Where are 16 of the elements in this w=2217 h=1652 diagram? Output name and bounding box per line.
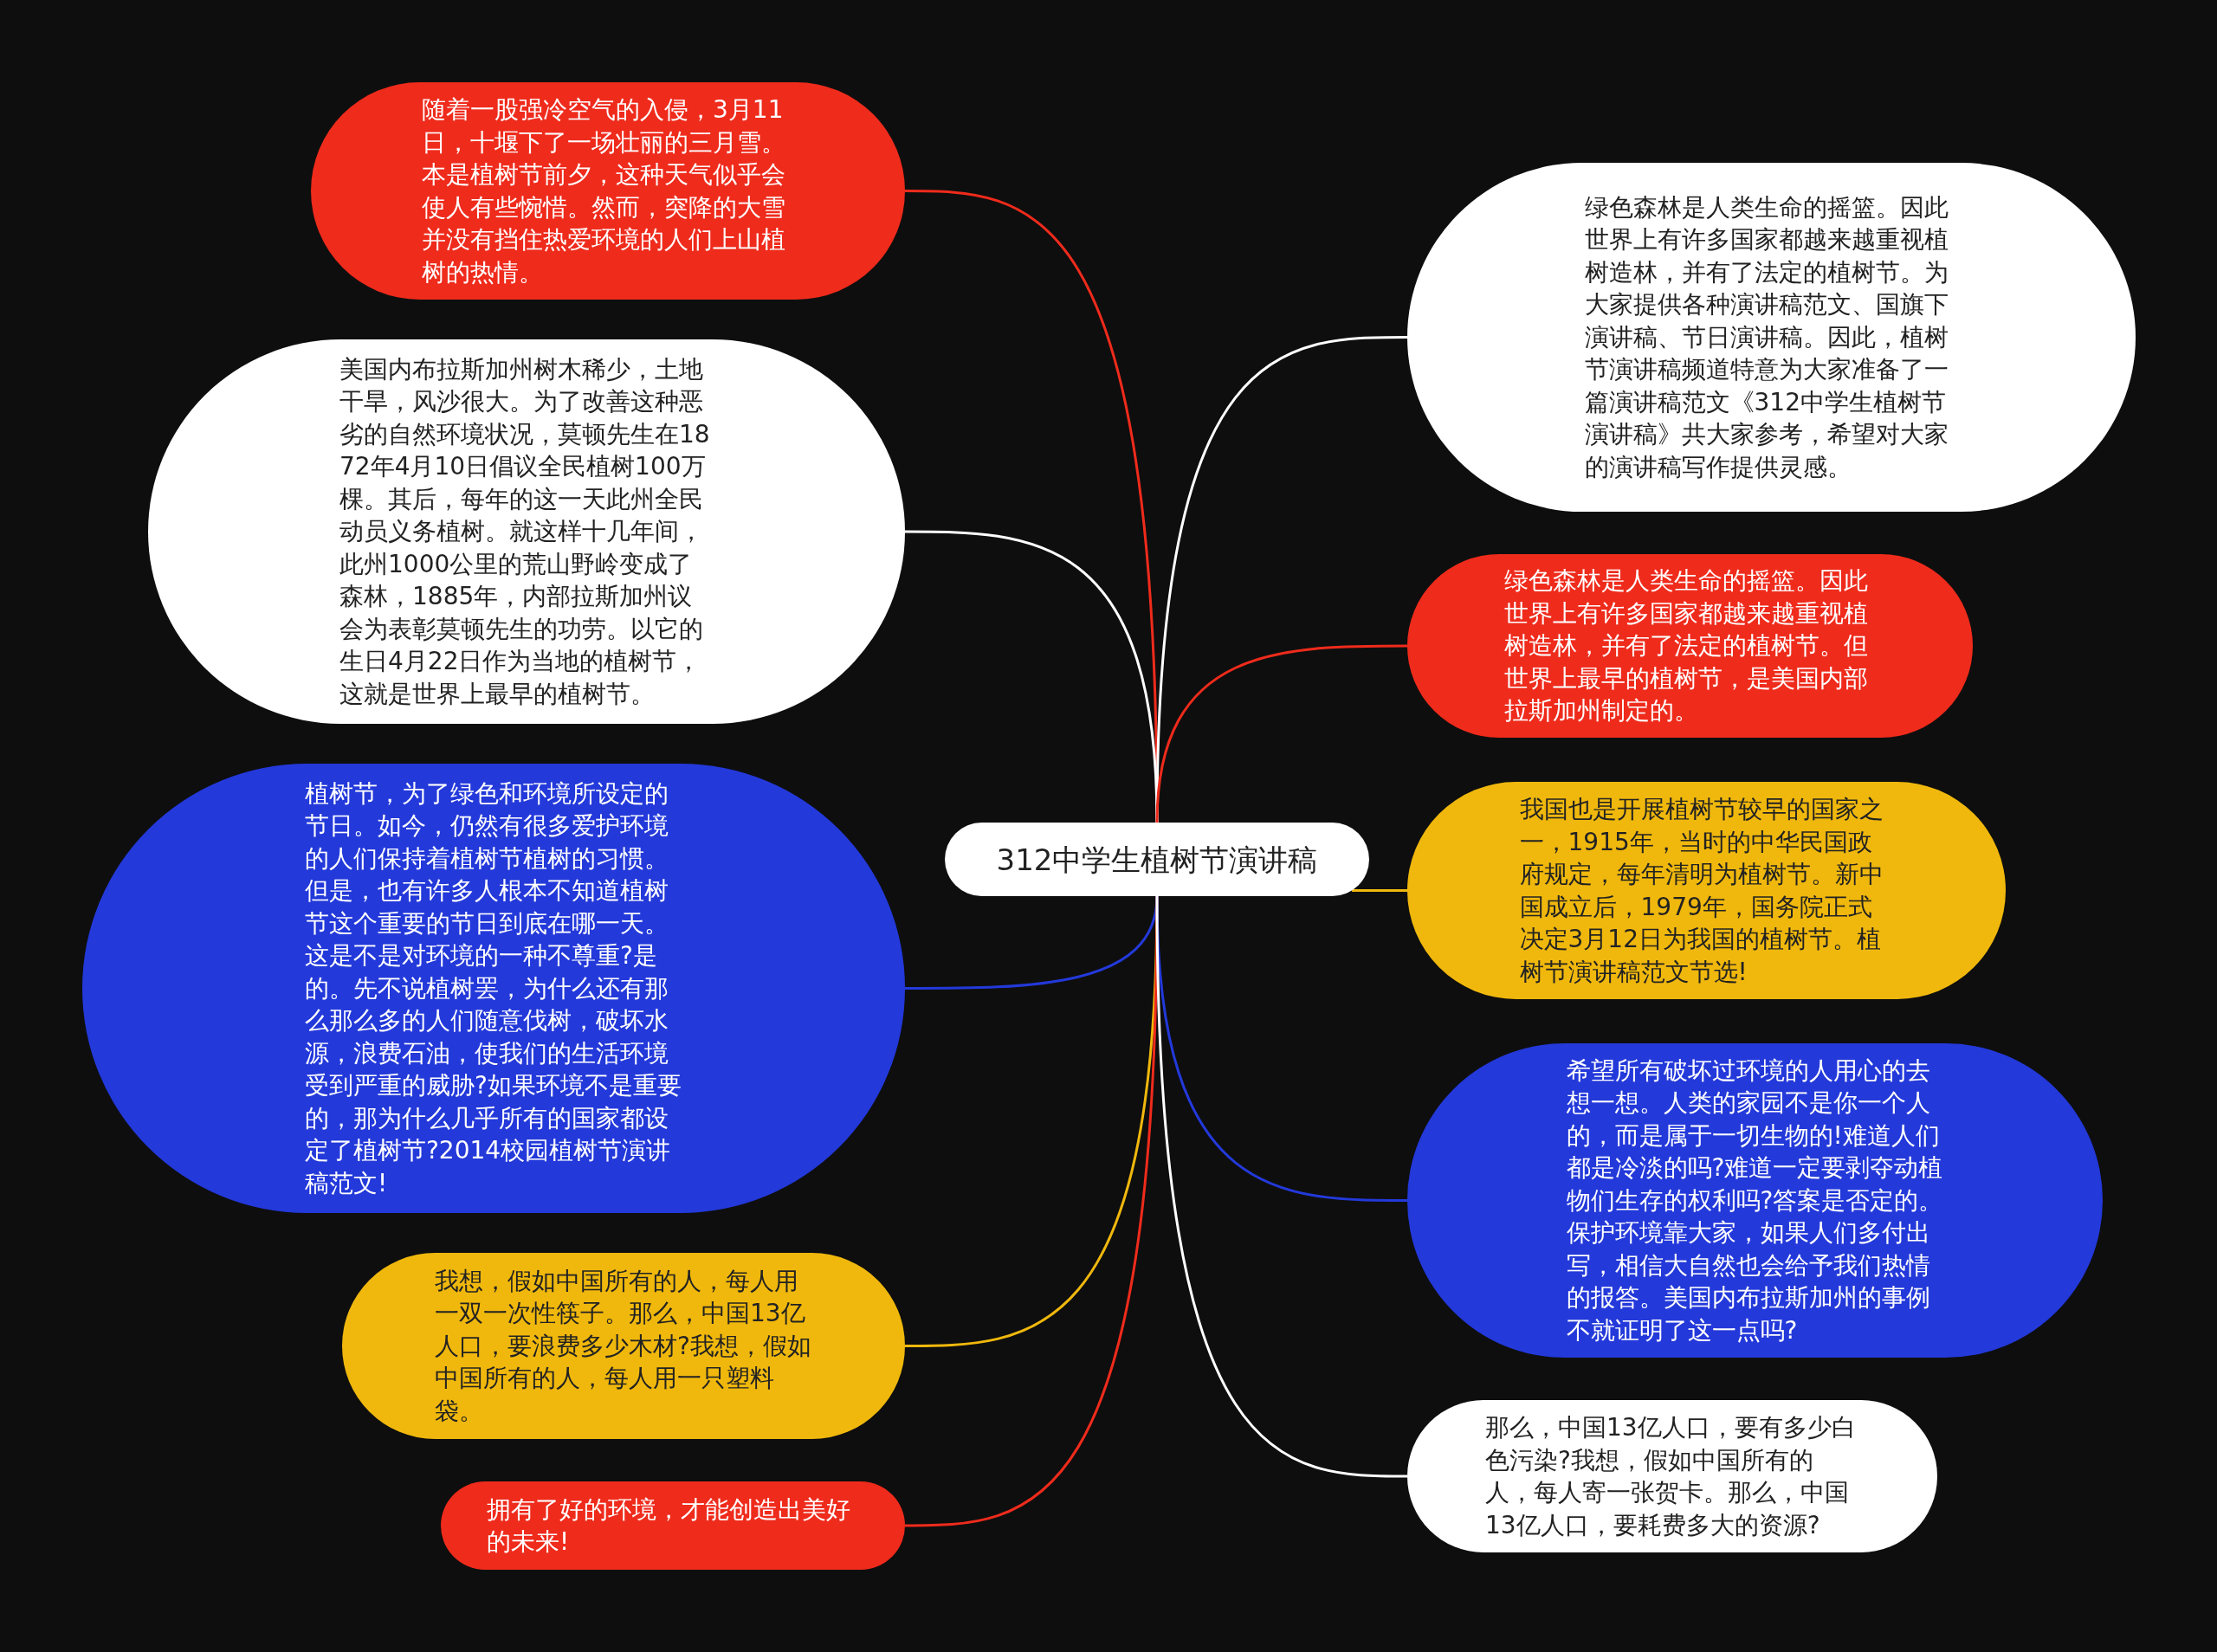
- branch-line: [905, 895, 1159, 1527]
- topic-text: 希望所有破坏过环境的人用心的去想一想。人类的家园不是你一个人的，而是属于一切生物的!难道人们都是冷淡的吗?难道一定要剥夺动植物们生存的权利吗?答案是否定的。保护环境靠大家，如果人们多付出写，相信大自然也会给予我们热情的报答。美国内布拉斯加州的事例不就证明了这一点吗?: [1566, 1055, 1944, 1346]
- branch-line: [1155, 895, 1407, 1478]
- branch-line: [1352, 889, 1407, 892]
- topic-text: 随着一股强冷空气的入侵，3月11日，十堰下了一场壮丽的三月雪。本是植树节前夕，这种天气似乎会使人有些惋惜。然而，突降的大雪并没有挡住热爱环境的人们上山植树的热情。: [422, 94, 786, 288]
- topic-text: 拥有了好的环境，才能创造出美好的未来!: [487, 1494, 851, 1558]
- branch-line: [1155, 336, 1407, 823]
- central-topic-text: 312中学生植树节演讲稿: [996, 841, 1318, 879]
- topic-text: 植树节，为了绿色和环境所设定的节日。如今，仍然有很多爱护环境的人们保持着植树节植树的习惯。但是，也有许多人根本不知道植树节这个重要的节日到底在哪一天。这是不是对环境的一种不尊重?是的。先不说植树罢，为什么还有那么那么多的人们随意伐树，破坏水源，浪费石油，使我们的生活环境受到严重的威胁?如果环境不是重要的，那为什么几乎所有的国家都设定了植树节?2014校园植树节演讲稿范文!: [305, 778, 682, 1199]
- topic-text: 绿色森林是人类生命的摇篮。因此世界上有许多国家都越来越重视植树造林，并有了法定的植树节。但世界上最早的植树节，是美国内部拉斯加州制定的。: [1503, 565, 1869, 727]
- topic-text: 那么，中国13亿人口，要有多少白色污染?我想，假如中国所有的人，每人寄一张贺卡。那么，中国13亿人口，要耗费多大的资源?: [1485, 1412, 1857, 1541]
- topic-text: 绿色森林是人类生命的摇篮。因此世界上有许多国家都越来越重视植树造林，并有了法定的植树节。为大家提供各种演讲稿范文、国旗下演讲稿、节日演讲稿。因此，植树节演讲稿频道特意为大家准备了一篇演讲稿范文《312中学生植树节演讲稿》共大家参考，希望对大家的演讲稿写作提供灵感。: [1584, 191, 1949, 483]
- topic-text: 我国也是开展植树节较早的国家之一，1915年，当时的中华民国政府规定，每年清明为植树节。新中国成立后，1979年，国务院正式决定3月12日为我国的植树节。植树节演讲稿范文节选!: [1519, 794, 1884, 988]
- topic-text: 我想，假如中国所有的人，每人用一双一次性筷子。那么，中国13亿人口，要浪费多少木材?我想，假如中国所有的人，每人用一只塑料袋。: [435, 1265, 812, 1427]
- branch-line: [1155, 644, 1407, 823]
- topic-text: 美国内布拉斯加州树木稀少，土地干旱，风沙很大。为了改善这种恶劣的自然环境状况，莫顿先生在1872年4月10日倡议全民植树100万棵。其后，每年的这一天此州全民动员义务植树。就这样十几年间，此州1000公里的荒山野岭变成了森林，1885年，内部拉斯加州议会为表彰莫顿先生的功劳。以它的生日4月22日作为当地的植树节，这就是世界上最早的植树节。: [339, 353, 711, 710]
